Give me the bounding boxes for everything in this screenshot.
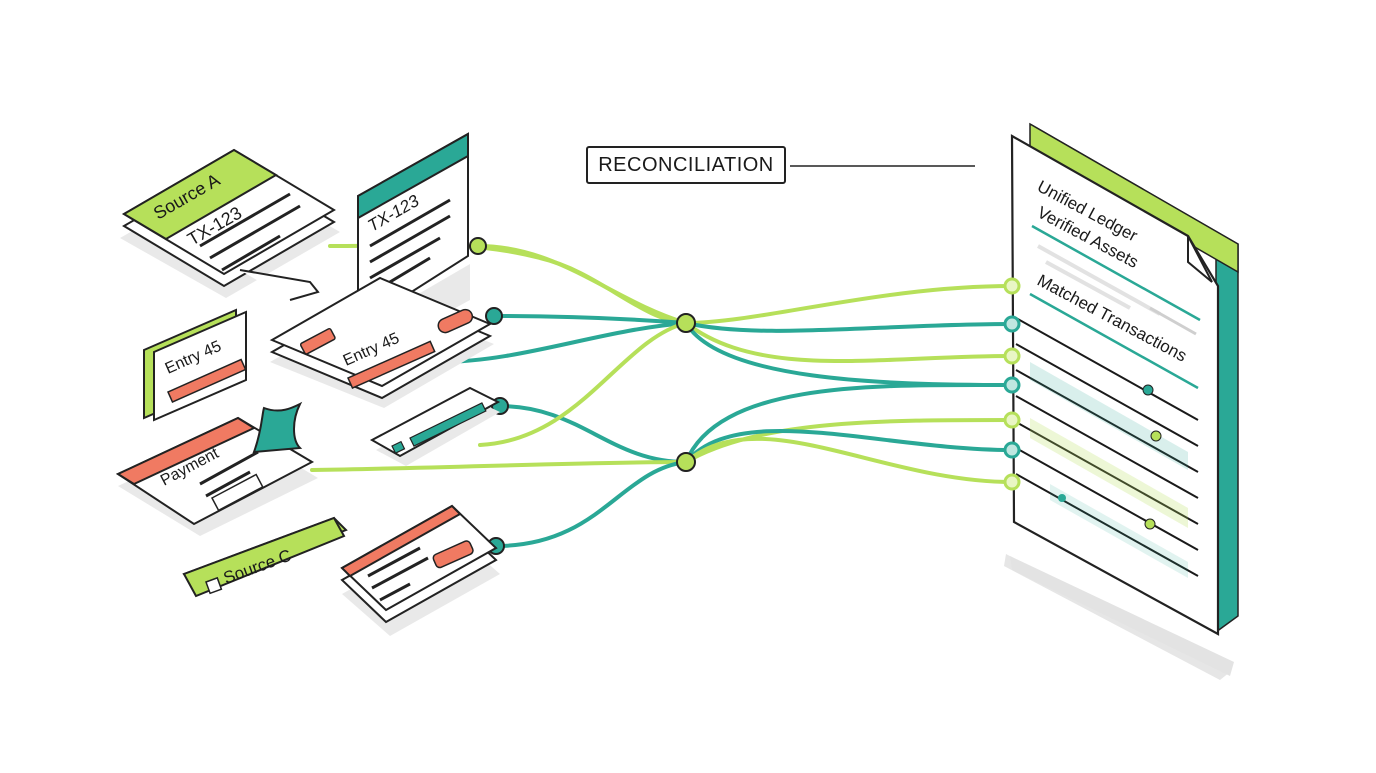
flow-line-out-7 <box>684 436 1014 484</box>
ledger-port <box>1003 473 1021 491</box>
source-c-tag <box>182 516 348 598</box>
ledger-port <box>1003 376 1021 394</box>
reconciliation-title: RECONCILIATION <box>586 146 786 184</box>
ledger-port <box>1003 441 1021 459</box>
flow-line-tx-doc <box>476 244 688 325</box>
merge-hub-bottom <box>676 452 696 472</box>
flow-line-out-8 <box>684 382 1014 464</box>
unified-ledger-document <box>1004 122 1239 680</box>
flow-line-out-6 <box>684 428 1014 464</box>
ledger-port <box>1003 315 1021 333</box>
entry-tag-card <box>143 308 247 422</box>
flow-line-bar <box>498 404 688 464</box>
progress-card <box>369 386 501 466</box>
flow-lines <box>310 243 1014 548</box>
flow-line-out-4 <box>684 321 1014 387</box>
bottom-document-card <box>340 504 500 636</box>
ledger-port <box>1003 411 1021 429</box>
source-a-document <box>120 148 340 301</box>
flow-line-entry <box>492 314 688 325</box>
entry-card <box>269 276 494 408</box>
flow-line-out-1 <box>684 284 1014 325</box>
ledger-input-ports <box>1003 277 1021 491</box>
ledger-port <box>1003 347 1021 365</box>
payment-document <box>115 401 318 536</box>
flow-line-bar-2 <box>478 321 688 447</box>
flow-line-source-c <box>494 460 688 548</box>
flow-line-entry-2 <box>438 321 688 364</box>
flow-line-out-3 <box>684 321 1014 363</box>
flow-line-out-5 <box>684 418 1014 464</box>
flow-line-payment <box>310 460 688 472</box>
connector-dot <box>485 307 503 325</box>
connector-dot <box>469 237 487 255</box>
flow-line-out-2 <box>684 321 1014 333</box>
merge-hub-top <box>676 313 696 333</box>
ledger-port <box>1003 277 1021 295</box>
